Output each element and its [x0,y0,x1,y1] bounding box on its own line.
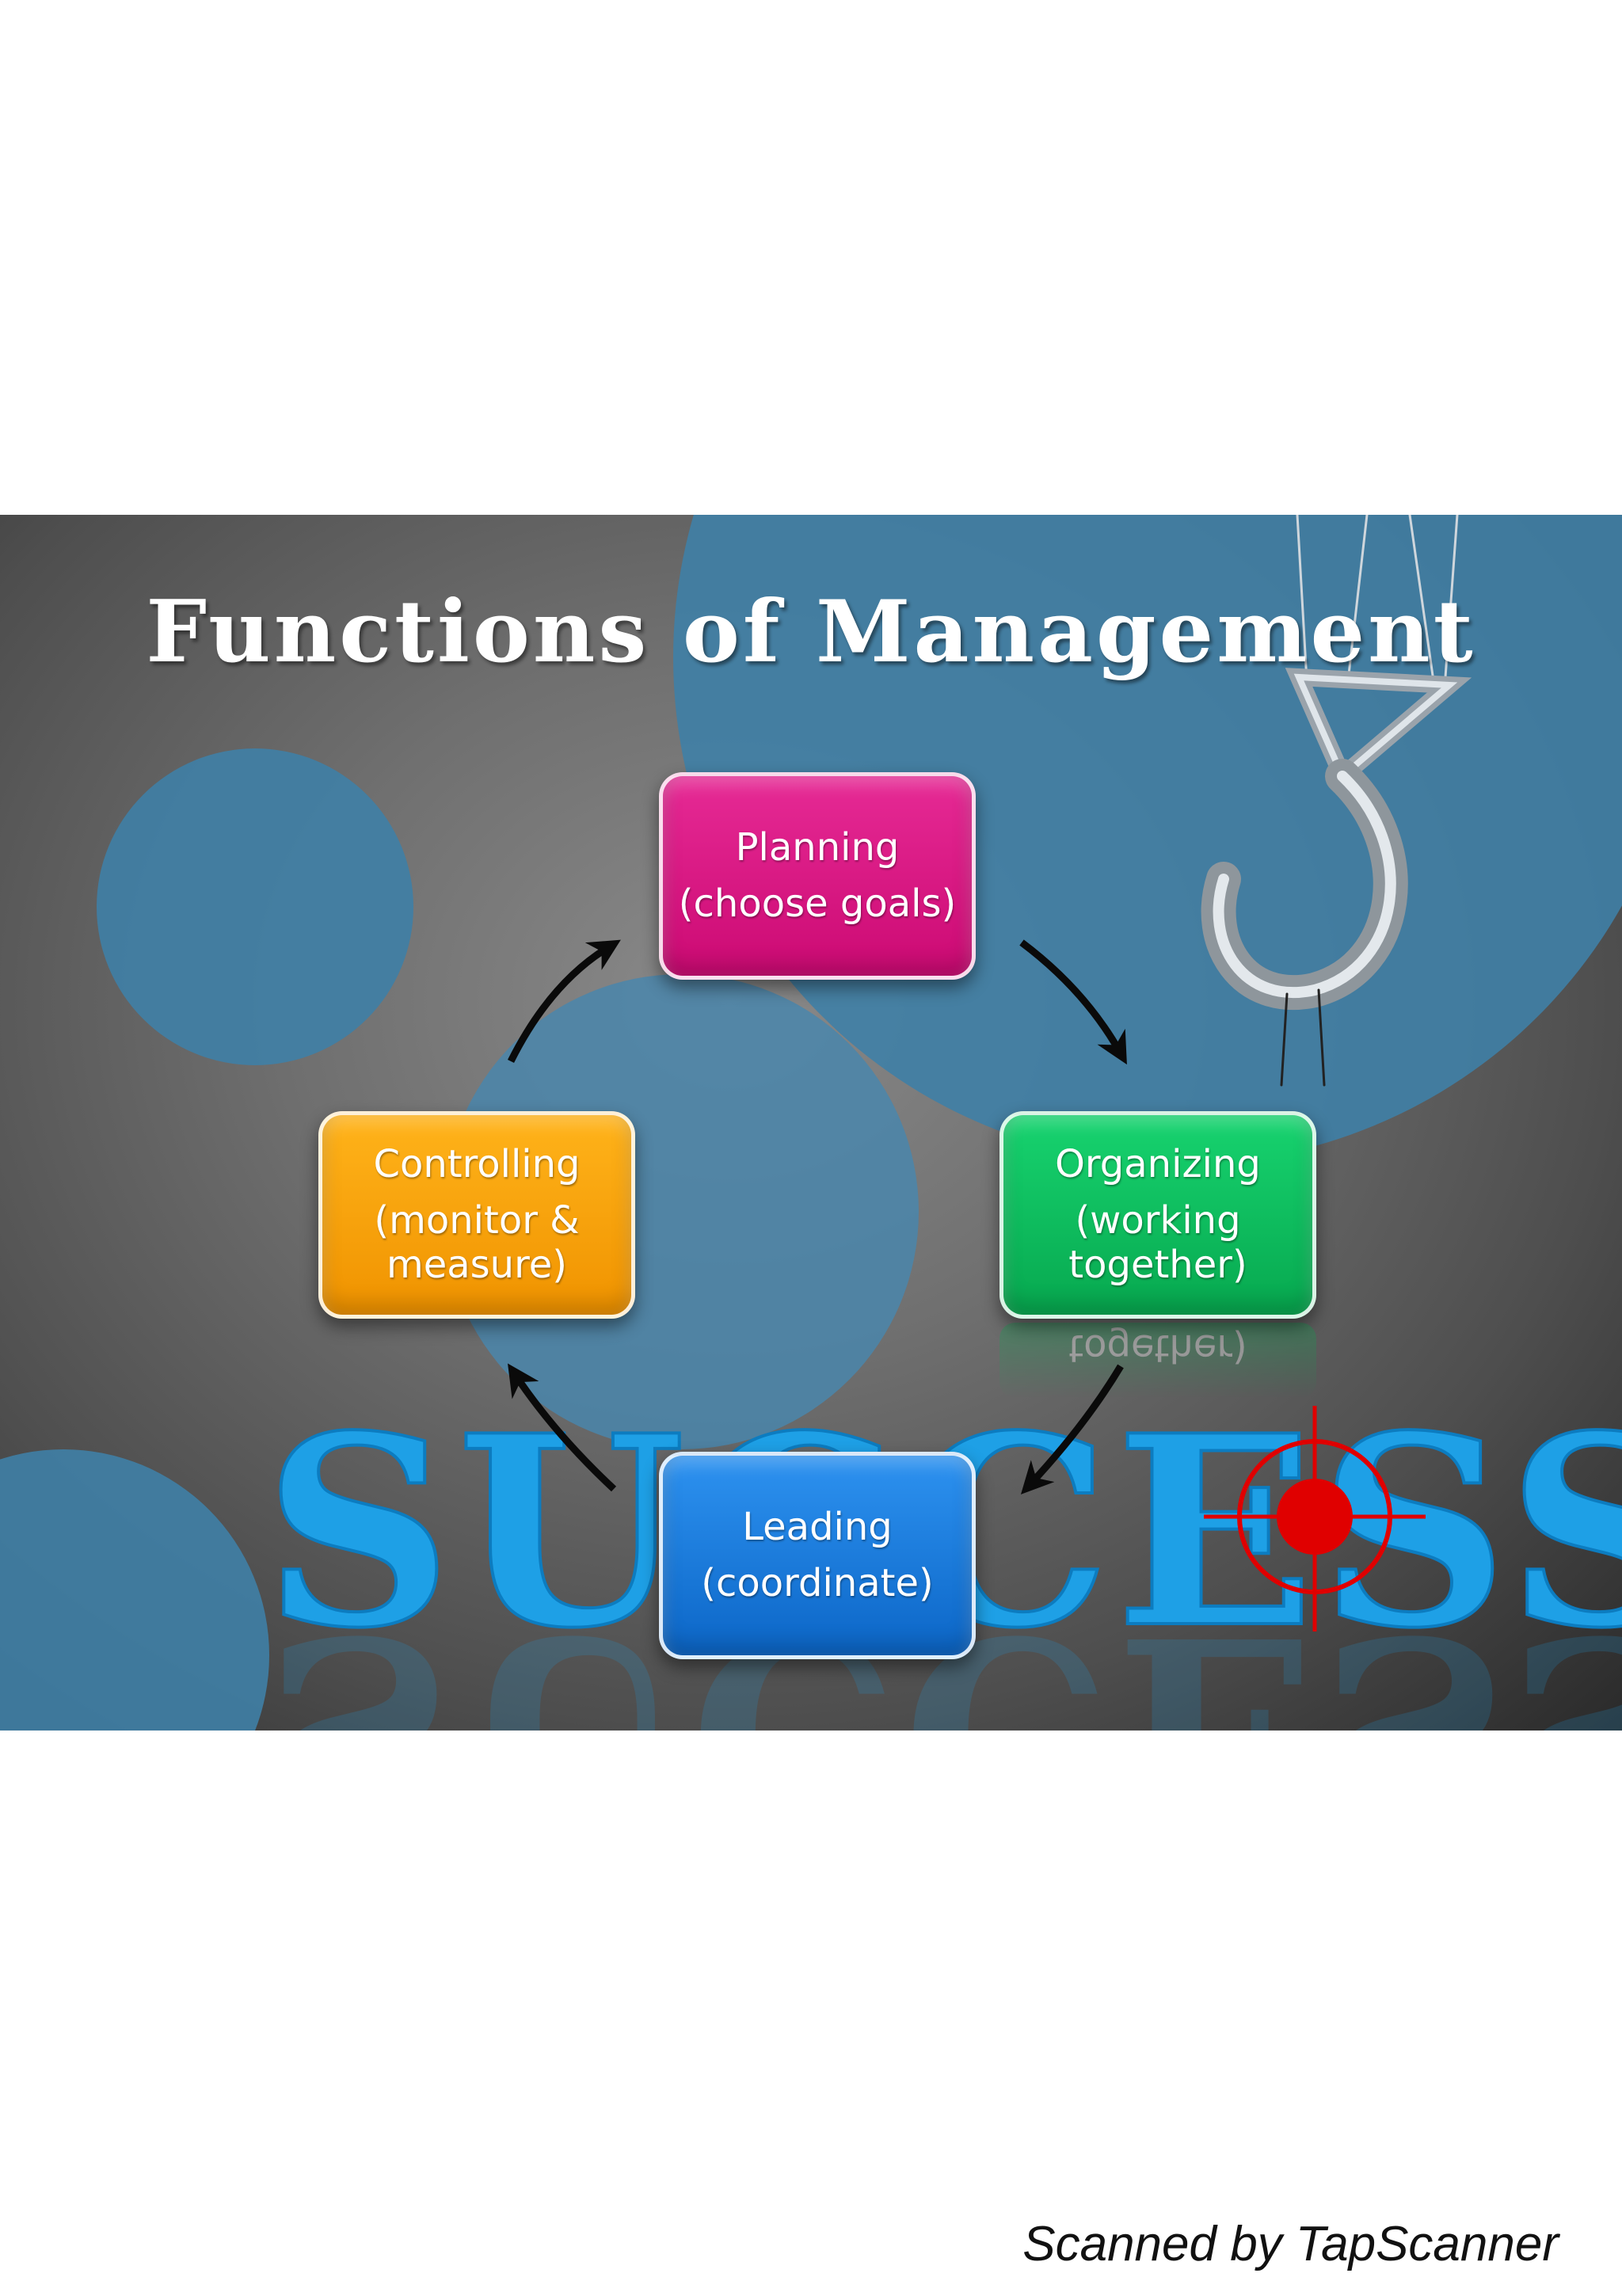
slide-title: Functions of Management [146,582,1476,682]
arrow-planning-to-organizing [1019,939,1127,1065]
bg-circle-bottom-left [0,1449,269,1731]
leading-label: Leading [742,1505,893,1550]
arrow-leading-to-controlling [508,1363,617,1492]
planning-description: (choose goals) [678,881,957,926]
leading-description: (coordinate) [701,1561,934,1605]
controlling-description-line2: measure) [386,1243,568,1288]
organizing-reflection: together) [999,1323,1316,1398]
planning-label: Planning [735,825,900,870]
arrow-controlling-to-planning [507,939,621,1064]
arrow-organizing-to-leading [1020,1364,1124,1494]
controlling-description-line1: (monitor & [374,1197,580,1243]
scanner-watermark: Scanned by TapScanner [1022,2217,1559,2271]
controlling-label: Controlling [373,1142,581,1187]
target-crosshair-icon [1204,1406,1426,1632]
slide: SUCCESS SUCCESS Functions of Management … [0,515,1622,1731]
bg-circle-center [444,974,919,1449]
organizing-label: Organizing [1055,1142,1261,1187]
organizing-box: Organizing (working together) [999,1111,1316,1319]
crane-hook-icon [1201,515,1472,1087]
organizing-description-line1: (working [1075,1197,1241,1243]
controlling-box: Controlling (monitor & measure) [318,1111,635,1319]
bg-circle-left [97,748,413,1065]
leading-box: Leading (coordinate) [659,1452,976,1659]
planning-box: Planning (choose goals) [659,772,976,980]
cycle-arrows [507,939,1127,1494]
organizing-description-line2: together) [1068,1243,1247,1288]
